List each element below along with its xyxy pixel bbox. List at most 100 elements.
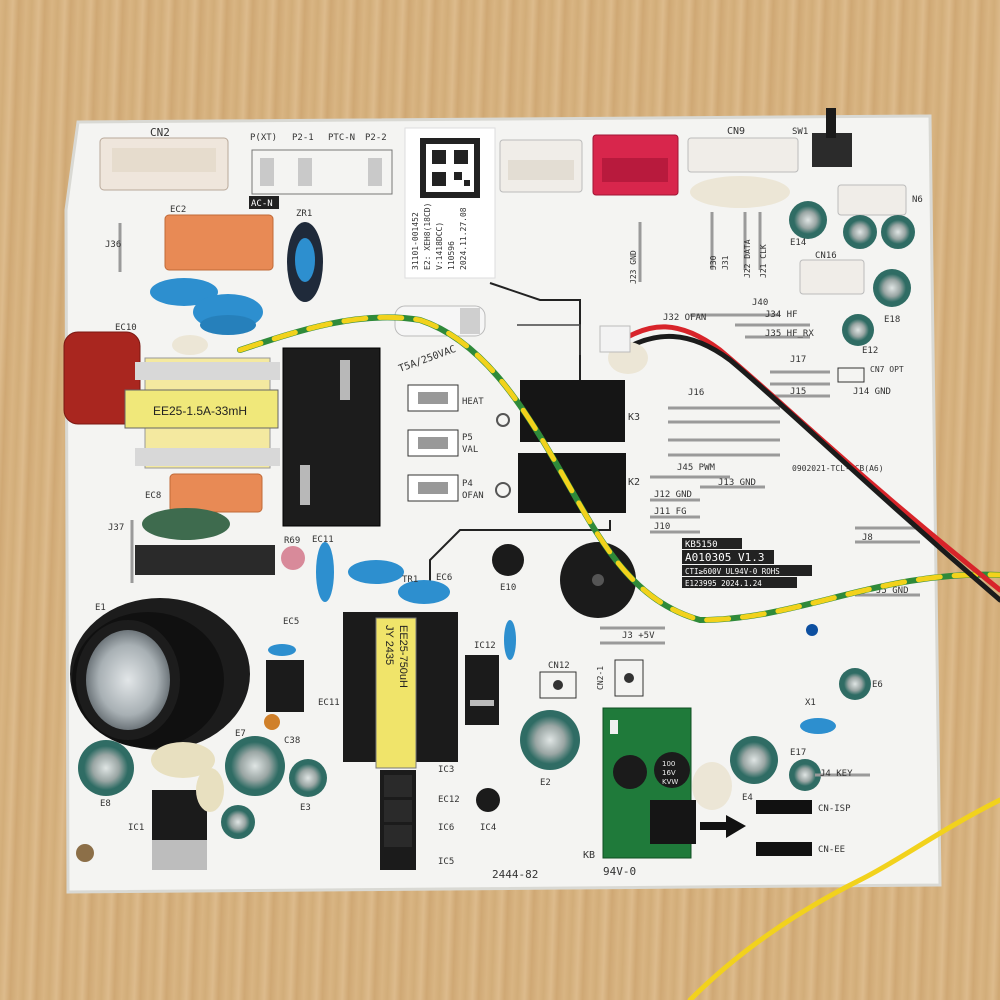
zr1-label: ZR1	[296, 209, 312, 219]
board-model: KB5150	[685, 540, 718, 550]
ec5-label: EC5	[283, 617, 299, 627]
sticker-line-5: 2024.11.27.08	[459, 207, 468, 270]
wire-connector-plug	[599, 325, 631, 353]
e7-label: E7	[235, 729, 246, 739]
daughter-cap-v3: KVW	[662, 778, 678, 786]
connector-cn9[interactable]: CN9	[687, 126, 799, 208]
ptc-terminal-block: P(XT) P2-1 PTC-N P2-2 AC-N	[249, 133, 393, 209]
board-cert: E123995 2024.1.24	[685, 579, 762, 588]
j45-label: J45 PWM	[677, 463, 716, 473]
test-point	[495, 482, 511, 498]
cn9-label: CN9	[727, 126, 745, 137]
varistor-zr1: ZR1	[287, 209, 323, 302]
ec8-label: EC8	[145, 491, 161, 501]
date-code: 2444-82	[492, 868, 538, 881]
connector-cn2[interactable]: CN2	[99, 126, 229, 191]
j12-label: J12 GND	[654, 490, 692, 500]
pcb-code: 0902021-TCL-PCB(A6)	[792, 464, 884, 473]
daughter-cap-v2: 16V	[662, 769, 676, 777]
connector-cn16[interactable]: CN16	[799, 251, 865, 295]
x1-label: X1	[805, 698, 816, 708]
ic-column: IC3 EC12 IC6 IC5	[380, 765, 460, 870]
mounting-hole	[76, 844, 94, 862]
e4-label: E4	[742, 793, 753, 803]
k3-label: K3	[628, 412, 640, 423]
p-xt-label: P(XT)	[250, 133, 277, 143]
heat-label: HEAT	[462, 397, 484, 407]
choke-label: EE25-1.5A-33mH	[153, 404, 247, 418]
j17-label: J17	[790, 355, 806, 365]
ul-mark: 94V-0	[603, 865, 636, 878]
e10-label: E10	[500, 583, 516, 593]
tr1-label: TR1	[402, 575, 418, 585]
switch-sw1[interactable]: SW1	[792, 108, 852, 167]
capacitor-e2: E2	[520, 710, 580, 788]
j4-label: J4 KEY	[820, 769, 853, 779]
relay-terminals[interactable]: HEAT P5 VAL P4 OFAN	[407, 384, 484, 502]
j11-label: J11 FG	[654, 507, 687, 517]
kb-mark: KB	[583, 850, 595, 861]
e2-label: E2	[540, 778, 551, 788]
transistor-ic6: IC4	[476, 788, 500, 833]
sticker-line-4: 110596	[447, 241, 456, 270]
j22-label: J22 DATA	[743, 239, 752, 278]
connector-cn-ee[interactable]: CN-EE	[756, 842, 845, 856]
connector-cn2-1[interactable]: CN2-1	[596, 659, 644, 697]
j23-label: J23 GND	[629, 250, 638, 284]
k2-label: K2	[628, 477, 640, 488]
arrow-icon	[726, 815, 746, 838]
j36-label: J36	[105, 240, 121, 250]
capacitor-e4: E4 E17 X1 E6 E12 E14 E18	[730, 238, 900, 803]
connector-n6[interactable]: N6	[837, 184, 923, 216]
n6-label: N6	[912, 195, 923, 205]
sticker-line-2: E2: XEH8(18CD)	[423, 203, 432, 270]
bulk-capacitor-e1: E1	[70, 598, 250, 750]
jumper-labels: J32 OFAN J34 HF J35 HF_RX J36 J37 J40 J4…	[105, 239, 909, 779]
bridge-rectifier	[135, 545, 275, 575]
ic12-label: IC5	[438, 857, 454, 867]
ofan-label: OFAN	[462, 491, 484, 501]
j30-label: J30	[709, 255, 718, 270]
transformer-label-1: EE25-750uH	[397, 625, 409, 688]
board-info: KB5150 A010305 V1.3 CTI≥600V UL94V-0 ROH…	[682, 464, 884, 588]
e6-label: E6	[872, 680, 883, 690]
e14-label: E14	[790, 238, 806, 248]
j8-label: J8	[862, 533, 873, 543]
j34-label: J34 HF	[765, 310, 798, 320]
cn12-label: CN12	[548, 661, 570, 671]
connector-cn-isp[interactable]: CN-ISP	[756, 800, 851, 814]
test-point	[496, 413, 510, 427]
j10-label: J10	[654, 522, 670, 532]
stepper-connector-2-red[interactable]	[592, 134, 679, 196]
board-version: A010305 V1.3	[685, 551, 764, 564]
p2-2-label: P2-2	[365, 133, 387, 143]
j35-label: J35 HF_RX	[765, 329, 814, 339]
j37-label: J37	[108, 523, 124, 533]
daughter-cap-v1: 100	[662, 760, 675, 768]
e17-label: E17	[790, 748, 806, 758]
j21-label: J21 CLK	[759, 244, 768, 278]
ac-n-label: AC-N	[251, 199, 273, 209]
ic2-label: EC11	[318, 698, 340, 708]
j5-label: J5 GND	[876, 586, 909, 596]
e8-label: E8	[100, 799, 111, 809]
e12-label: E12	[862, 346, 878, 356]
ic6-label: IC4	[480, 823, 496, 833]
cn-ee-label: CN-EE	[818, 845, 845, 855]
val-label: VAL	[462, 445, 478, 455]
sw1-label: SW1	[792, 127, 808, 137]
e18-label: E18	[884, 315, 900, 325]
blue-ceramic-capacitors	[150, 278, 836, 734]
connector-cn12[interactable]: CN12	[539, 661, 577, 699]
stepper-connector-1[interactable]	[499, 139, 583, 193]
capacitor-e10: E10	[492, 544, 524, 593]
sticker-line-3: V:1418DCC)	[435, 222, 444, 270]
cn2-label: CN2	[150, 126, 170, 139]
j3-label: J3 +5V	[622, 631, 655, 641]
ec10-label: EC10	[115, 323, 137, 333]
ic5-label: IC3	[438, 765, 454, 775]
p5-label: P5	[462, 433, 473, 443]
ec6-label: EC6	[436, 573, 452, 583]
j31-label: J31	[721, 255, 730, 270]
green-capacitor	[142, 508, 230, 540]
